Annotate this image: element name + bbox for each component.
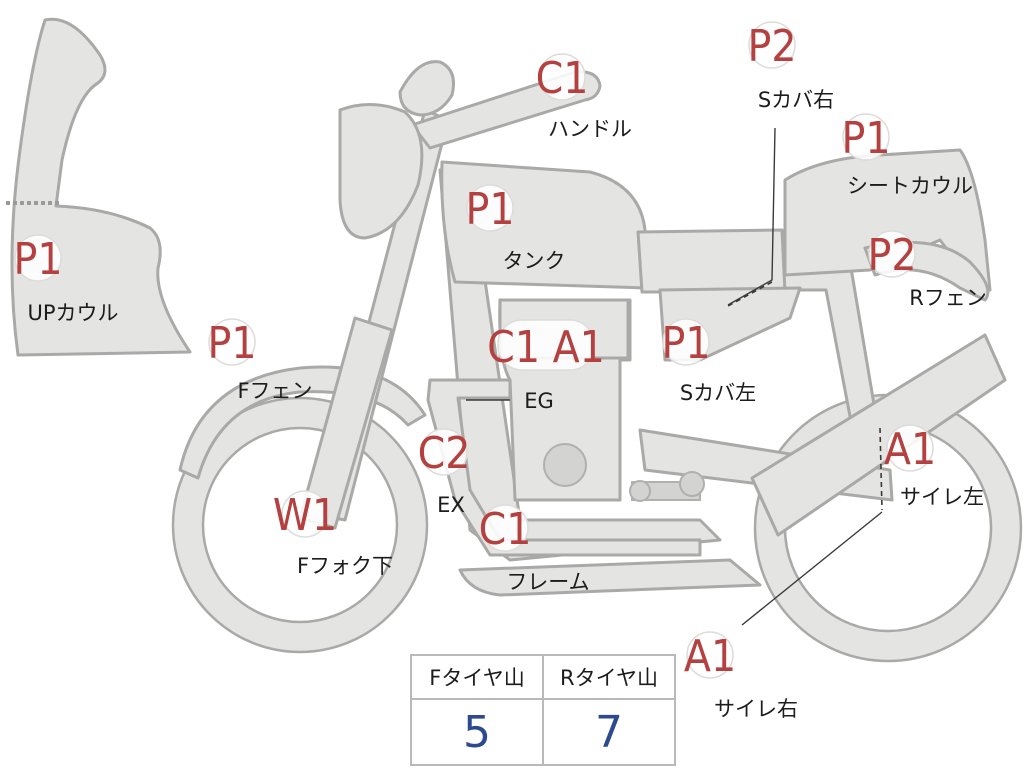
callout-frame: C1 フレーム <box>479 504 590 594</box>
front-fork-lower-part <box>298 316 394 530</box>
callout-front-fork-lower: W1 Fフォク下 <box>273 490 393 578</box>
engine-code: C1 A1 <box>487 322 605 373</box>
tyre-table-value-row: 5 7 <box>410 698 676 766</box>
up-cowl-label: UPカウル <box>27 301 118 325</box>
handle-code: C1 <box>536 53 589 104</box>
rear-tyre-header: Rタイヤ山 <box>542 654 676 700</box>
exhaust-label: EX <box>437 493 465 517</box>
handle-label: ハンドル <box>548 117 632 141</box>
muffler-right-leader <box>741 511 883 626</box>
muffler-left-label: サイレ左 <box>900 485 984 509</box>
rear-tyre-value: 7 <box>542 698 676 766</box>
seat-cowl-label: シートカウル <box>847 174 973 198</box>
front-fork-lower-label: Fフォク下 <box>297 554 393 578</box>
callout-tank: P1 タンク <box>465 184 565 273</box>
front-wheel <box>173 398 427 652</box>
frame-code: C1 <box>479 504 532 555</box>
callout-front-fender: P1 Fフェン <box>207 318 312 403</box>
callout-exhaust: C2 EX <box>418 428 471 517</box>
seat-cover-left-label: Sカバ左 <box>680 381 756 405</box>
seat <box>636 228 787 294</box>
headlight <box>338 102 424 240</box>
exhaust-pipe <box>426 378 702 557</box>
muffler-left-leader <box>879 427 883 511</box>
callout-engine: C1 A1 EG <box>487 319 605 413</box>
muffler-left-code: A1 <box>884 424 936 475</box>
callout-seat-cover-right: P2 Sカバ右 <box>747 21 834 112</box>
callout-rear-fender: P2 Rフェン <box>867 230 986 310</box>
motorcycle-silhouette <box>6 17 1023 663</box>
callout-handle: C1 ハンドル <box>536 53 632 141</box>
leader-lines <box>466 127 883 626</box>
callout-up-cowl: P1 UPカウル <box>13 234 118 325</box>
seat-cover-right-code: P2 <box>747 21 796 72</box>
seat-cover-right-label: Sカバ右 <box>758 88 834 112</box>
callout-muffler-left: A1 サイレ左 <box>884 424 984 509</box>
engine-cover <box>543 443 587 487</box>
callout-seat-cowl: P1 シートカウル <box>841 113 973 198</box>
muffler-right-label: サイレ右 <box>714 697 798 721</box>
part-callouts: P1 UPカウル C1 ハンドル P2 Sカバ右 P1 シートカウル P1 タン… <box>13 21 986 721</box>
tank-label: タンク <box>503 249 566 273</box>
up-cowl-code: P1 <box>13 234 62 285</box>
seat-cowl-code: P1 <box>841 113 890 164</box>
exhaust-code: C2 <box>418 428 471 479</box>
engine-label: EG <box>524 389 554 413</box>
callout-muffler-right: A1 サイレ右 <box>684 631 798 721</box>
tyre-table-header-row: Fタイヤ山 Rタイヤ山 <box>410 654 676 700</box>
gauge <box>398 60 455 117</box>
muffler-right-code: A1 <box>684 631 736 682</box>
frame-cradle <box>458 558 762 597</box>
seat-cover-right-leader <box>727 127 776 306</box>
seat-cover-left-code: P1 <box>661 318 710 369</box>
callout-seat-cover-left: P1 Sカバ左 <box>661 318 756 405</box>
frame-label: フレーム <box>506 570 589 594</box>
front-fender-code: P1 <box>207 318 256 369</box>
tyre-tread-table: Fタイヤ山 Rタイヤ山 5 7 <box>410 654 676 766</box>
front-tyre-header: Fタイヤ山 <box>410 654 544 700</box>
rear-fender-label: Rフェン <box>909 286 987 310</box>
front-fork-lower-code: W1 <box>273 490 337 541</box>
muffler <box>750 333 1007 537</box>
front-tyre-value: 5 <box>410 698 544 766</box>
rear-fender-code: P2 <box>867 230 916 281</box>
front-fender-label: Fフェン <box>237 379 312 403</box>
tank-code: P1 <box>465 184 514 235</box>
